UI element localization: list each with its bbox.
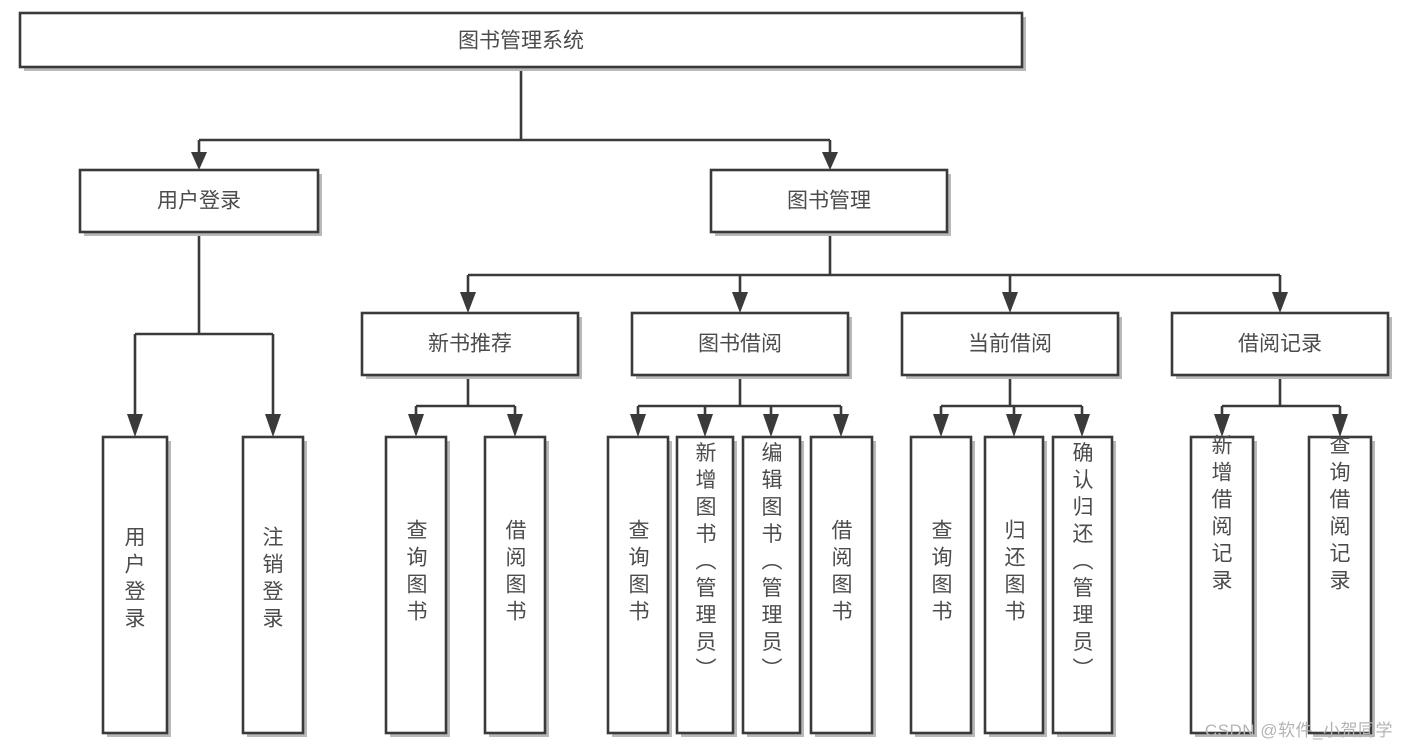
node-edit-book-admin[interactable]: 编辑图书︵管理员︶ [741,435,804,737]
node-borrow-record-label: 借阅记录 [1238,333,1322,356]
node-query-borrow-record-box [1307,435,1373,735]
node-root[interactable]: 图书管理系统 [18,11,1026,71]
node-borrow-book-2-box [809,435,874,735]
node-query-book-3[interactable]: 查询图书 [909,435,975,737]
node-user-login-do[interactable]: 用户登录 [101,435,171,737]
node-add-borrow-record-label: 新增借阅记录 [1212,435,1233,593]
node-borrow-book-2[interactable]: 借阅图书 [809,435,876,737]
node-query-book-1[interactable]: 查询图书 [384,435,450,737]
node-query-book-3-box [909,435,973,735]
arrow-head-query-book-1 [408,414,424,437]
arrow-head-borrow-book-1 [507,414,523,437]
node-book-manage-box [709,168,949,234]
arrow-head-query-book-3 [933,414,949,437]
node-user-login-do-label: 用户登录 [125,527,146,631]
node-confirm-return-admin-label: 确认归还︵管理员︶ [1073,442,1094,681]
connector-layer [127,67,1348,437]
node-add-book-admin[interactable]: 新增图书︵管理员︶ [675,435,737,737]
node-return-book[interactable]: 归还图书 [983,435,1047,737]
arrow-head-add-borrow-record [1214,414,1230,437]
node-borrow-book-1[interactable]: 借阅图书 [483,435,549,737]
node-add-book-admin-label: 新增图书︵管理员︶ [696,442,717,681]
node-query-book-2[interactable]: 查询图书 [606,435,672,737]
arrow-head-book-manage [822,152,838,170]
node-confirm-return-admin-box [1051,435,1114,735]
node-query-book-2-label: 查询图书 [629,520,650,624]
node-user-logout-label: 注销登录 [263,527,284,631]
node-book-borrow-label: 图书借阅 [698,333,782,356]
node-current-borrow-box [900,311,1120,377]
arrow-head-user-login [191,152,207,170]
node-user-login[interactable]: 用户登录 [78,168,322,236]
arrow-head-current-borrow [1002,292,1018,313]
node-query-borrow-record-label: 查询借阅记录 [1330,435,1351,593]
node-book-manage-label: 图书管理 [787,190,871,213]
node-return-book-label: 归还图书 [1005,520,1026,624]
node-book-borrow-box [630,311,850,377]
arrow-head-borrow-record [1272,292,1288,313]
arrow-head-query-book-2 [630,414,646,437]
node-borrow-book-2-label: 借阅图书 [832,520,853,624]
node-edit-book-admin-box [741,435,802,735]
node-query-book-1-label: 查询图书 [407,520,428,624]
node-user-login-label: 用户登录 [157,190,241,213]
node-add-book-admin-box [675,435,735,735]
arrow-head-confirm-return-admin [1074,414,1090,437]
node-new-book-recommend[interactable]: 新书推荐 [360,311,582,379]
node-root-label: 图书管理系统 [458,30,584,53]
node-add-borrow-record[interactable]: 新增借阅记录 [1189,435,1257,738]
node-edit-book-admin-label: 编辑图书︵管理员︶ [762,442,783,681]
arrow-head-return-book [1006,414,1022,437]
node-borrow-record-box [1170,311,1390,377]
arrow-head-user-logout [265,414,281,437]
node-borrow-book-1-label: 借阅图书 [506,520,527,624]
node-book-manage[interactable]: 图书管理 [709,168,951,236]
node-current-borrow-label: 当前借阅 [968,333,1052,356]
arrow-head-add-book-admin [697,414,713,437]
csdn-watermark: CSDN @软件_小贺同学 [1204,721,1393,740]
node-query-book-2-box [606,435,670,735]
node-borrow-book-1-box [483,435,547,735]
node-confirm-return-admin[interactable]: 确认归还︵管理员︶ [1051,435,1116,737]
node-query-borrow-record[interactable]: 查询借阅记录 [1307,435,1375,738]
node-new-book-recommend-label: 新书推荐 [428,333,512,356]
arrow-head-edit-book-admin [763,414,779,437]
node-user-login-do-box [101,435,169,735]
node-current-borrow[interactable]: 当前借阅 [900,311,1122,379]
node-query-book-1-box [384,435,448,735]
node-book-borrow[interactable]: 图书借阅 [630,311,852,379]
arrow-head-book-borrow [732,292,748,313]
arrow-head-borrow-book-2 [833,414,849,437]
node-new-book-recommend-box [360,311,580,377]
node-query-book-3-label: 查询图书 [932,520,953,624]
node-return-book-box [983,435,1045,735]
node-user-login-box [78,168,320,234]
node-borrow-record[interactable]: 借阅记录 [1170,311,1392,379]
node-user-logout-box [241,435,305,735]
node-user-logout[interactable]: 注销登录 [241,435,307,737]
arrow-head-new-book-recommend [460,292,476,313]
arrow-head-user-login-do [127,414,143,437]
node-add-borrow-record-box [1189,435,1255,735]
arrow-head-query-borrow-record [1332,414,1348,437]
node-root-box [18,11,1024,69]
